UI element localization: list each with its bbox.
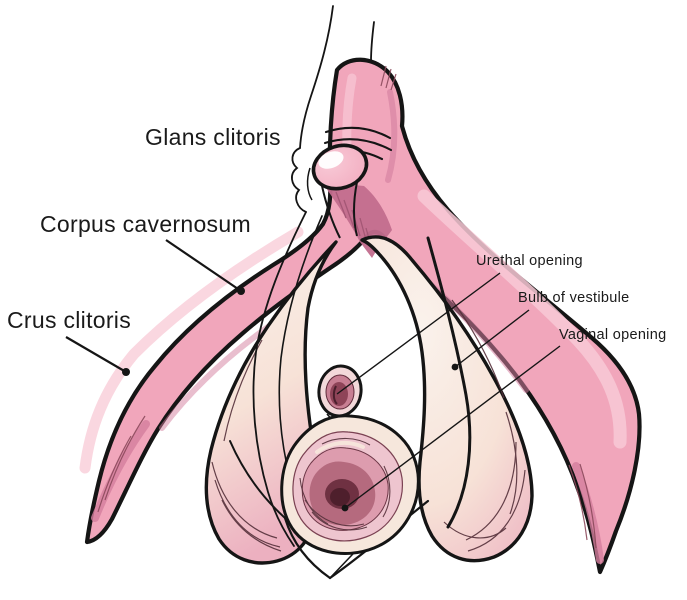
contour-left-tip (104, 415, 146, 501)
ridge-2 (323, 138, 393, 152)
contour-right-tip-2 (579, 463, 597, 549)
vagina-core-deep (330, 488, 350, 506)
rb-contour-5 (451, 299, 505, 399)
leader-line-vaginal (344, 345, 561, 509)
right-bulb (360, 235, 534, 563)
right-labium-line (426, 236, 472, 529)
label-vaginal-opening: Vaginal opening (559, 327, 667, 343)
leader-line-bulb (454, 309, 530, 368)
left-labium-line-1 (252, 211, 307, 547)
urethra-slit (332, 385, 338, 405)
hatch-4 (335, 191, 347, 219)
hatch-3 (359, 217, 367, 241)
rb-contour-1 (467, 469, 526, 552)
highlight-left-wing (79, 226, 304, 474)
leader-dot-bulb (451, 363, 459, 371)
vg-hatch-3 (321, 437, 371, 446)
lb-contour-1 (214, 479, 281, 548)
lb-contour-3 (221, 499, 282, 552)
top-left-line (299, 5, 334, 149)
leader-line-crus (65, 336, 127, 373)
shade-right-tip (572, 462, 604, 564)
vg-hatch-1 (311, 511, 368, 531)
hatch-2 (343, 199, 355, 229)
left-labium-line-2 (278, 215, 323, 479)
label-corpus-cavernosum: Corpus cavernosum (40, 211, 251, 237)
lb-contour-2 (211, 461, 278, 539)
perineum-line-left (229, 440, 286, 519)
contour-dome-3 (390, 73, 397, 91)
shade-shaft-right (385, 89, 398, 183)
fourchette-left-edge (283, 516, 332, 580)
leader-line-urethral (336, 272, 501, 395)
contour-right-tip (568, 464, 588, 541)
prepuce-bumps-line (291, 147, 307, 213)
contour-dome-2 (385, 68, 392, 89)
vagina-highlight (315, 440, 365, 454)
glans-clitoris (306, 143, 369, 239)
glans-highlight (318, 151, 344, 169)
vaginal-opening (280, 414, 420, 556)
glans-neck-left (321, 185, 341, 239)
leader-dot-vaginal (341, 504, 349, 512)
label-crus-clitoris: Crus clitoris (7, 307, 132, 333)
glans-neck-right (353, 181, 358, 237)
vagina-hatching (299, 437, 391, 531)
highlight-right-wing (417, 189, 627, 449)
label-urethral-opening: Urethal opening (476, 253, 583, 269)
label-glans-clitoris: Glans clitoris (145, 124, 281, 150)
vg-hatch-5 (382, 465, 391, 518)
leader-dot-corpus (237, 287, 245, 295)
leader-lines (65, 239, 561, 512)
leader-dot-crus (122, 368, 130, 376)
ridge-1 (324, 126, 392, 140)
urethra-inner (330, 382, 348, 406)
suspensory-ligament-lines (291, 5, 375, 213)
vg-hatch-4 (299, 477, 329, 525)
contour-left-tip-2 (97, 435, 132, 513)
wing-contour-lines (97, 65, 597, 549)
label-bulb-of-vestibule: Bulb of vestibule (518, 290, 630, 306)
leader-line-corpus (165, 239, 242, 292)
glans-collar (306, 167, 313, 201)
rb-contour-4 (505, 411, 518, 515)
top-right-line (370, 21, 375, 63)
rb-contour-2 (465, 441, 517, 541)
contour-dome-1 (380, 65, 387, 87)
